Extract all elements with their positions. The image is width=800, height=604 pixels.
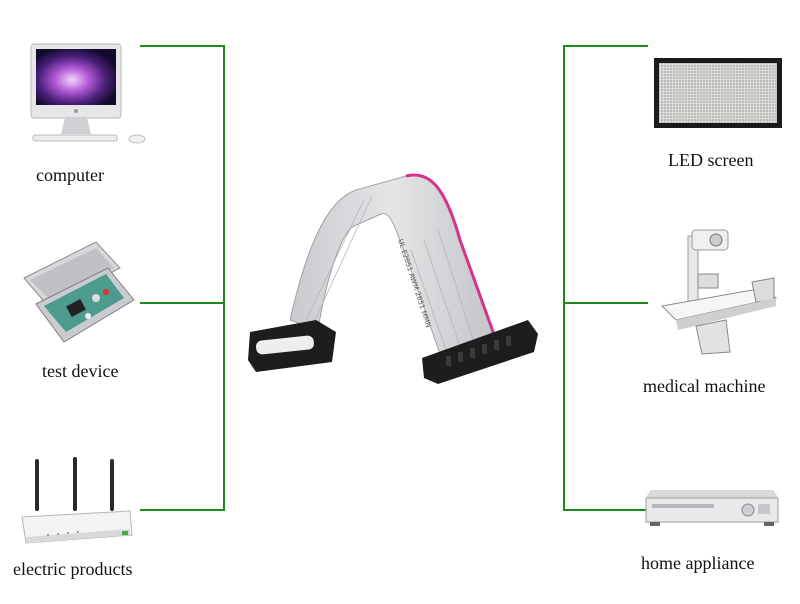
test-device-icon — [23, 241, 135, 343]
medical-machine-label: medical machine — [643, 376, 766, 396]
left-connector-bus — [140, 45, 225, 511]
electric-products-device — [18, 455, 136, 547]
test-device-label: test device — [42, 361, 119, 381]
home-appliance-label: home appliance — [641, 553, 755, 573]
electric-products-label: electric products — [13, 559, 133, 579]
led-screen-icon — [654, 58, 782, 128]
computer-label: computer — [36, 165, 104, 185]
medical-machine-icon — [660, 229, 778, 355]
ribbon-cable-icon: UL E2051 AWM 2651 MMN — [248, 173, 538, 384]
computer-device — [25, 40, 155, 148]
router-icon — [21, 457, 133, 544]
led-screen-device — [652, 56, 784, 130]
ribbon-cable: UL E2051 AWM 2651 MMN — [246, 170, 546, 410]
computer-icon — [30, 43, 146, 144]
medical-machine-device — [656, 226, 780, 356]
test-device — [16, 238, 140, 350]
dvd-player-icon — [645, 490, 779, 526]
home-appliance-device — [644, 486, 780, 528]
right-connector-bus — [563, 45, 648, 511]
led-screen-label: LED screen — [668, 150, 754, 170]
